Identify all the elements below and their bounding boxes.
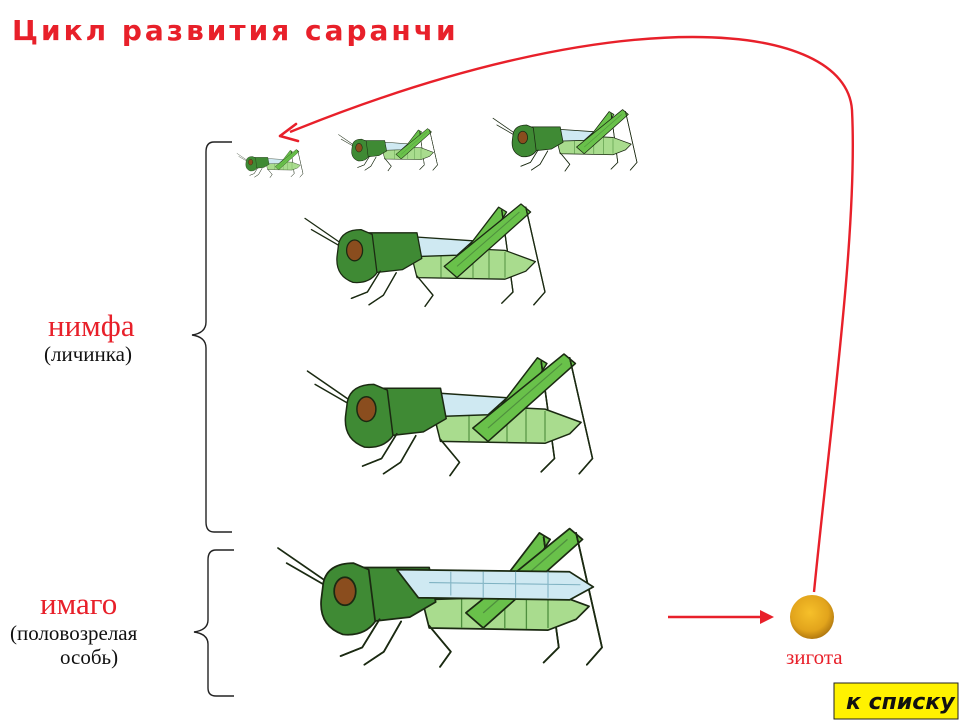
zygote-to-nymph-arrow (278, 35, 855, 593)
adult-stage (277, 527, 603, 668)
nymph-stage-3 (492, 109, 638, 172)
back-to-list-button[interactable]: к списку (833, 682, 959, 720)
adult-label: имаго (40, 586, 117, 621)
nymph-sublabel: (личинка) (44, 342, 132, 366)
nymph-stage-5 (306, 353, 594, 477)
adult-brace (193, 549, 234, 697)
nymph-stage-4 (304, 203, 546, 308)
nymph-stage-2 (338, 128, 438, 172)
adult-sublabel-line2: особь) (60, 645, 118, 669)
nymph-stage-1 (236, 149, 304, 178)
page-title: Цикл развития саранчи (12, 14, 459, 47)
nymph-brace (191, 141, 232, 533)
nymph-label: нимфа (48, 308, 135, 343)
back-to-list-label: к списку (846, 690, 956, 715)
zygote-label: зигота (786, 645, 843, 669)
adult-sublabel-line1: (половозрелая (10, 621, 138, 645)
zygote-circle (790, 595, 834, 639)
adult-to-zygote-arrow (668, 610, 774, 624)
